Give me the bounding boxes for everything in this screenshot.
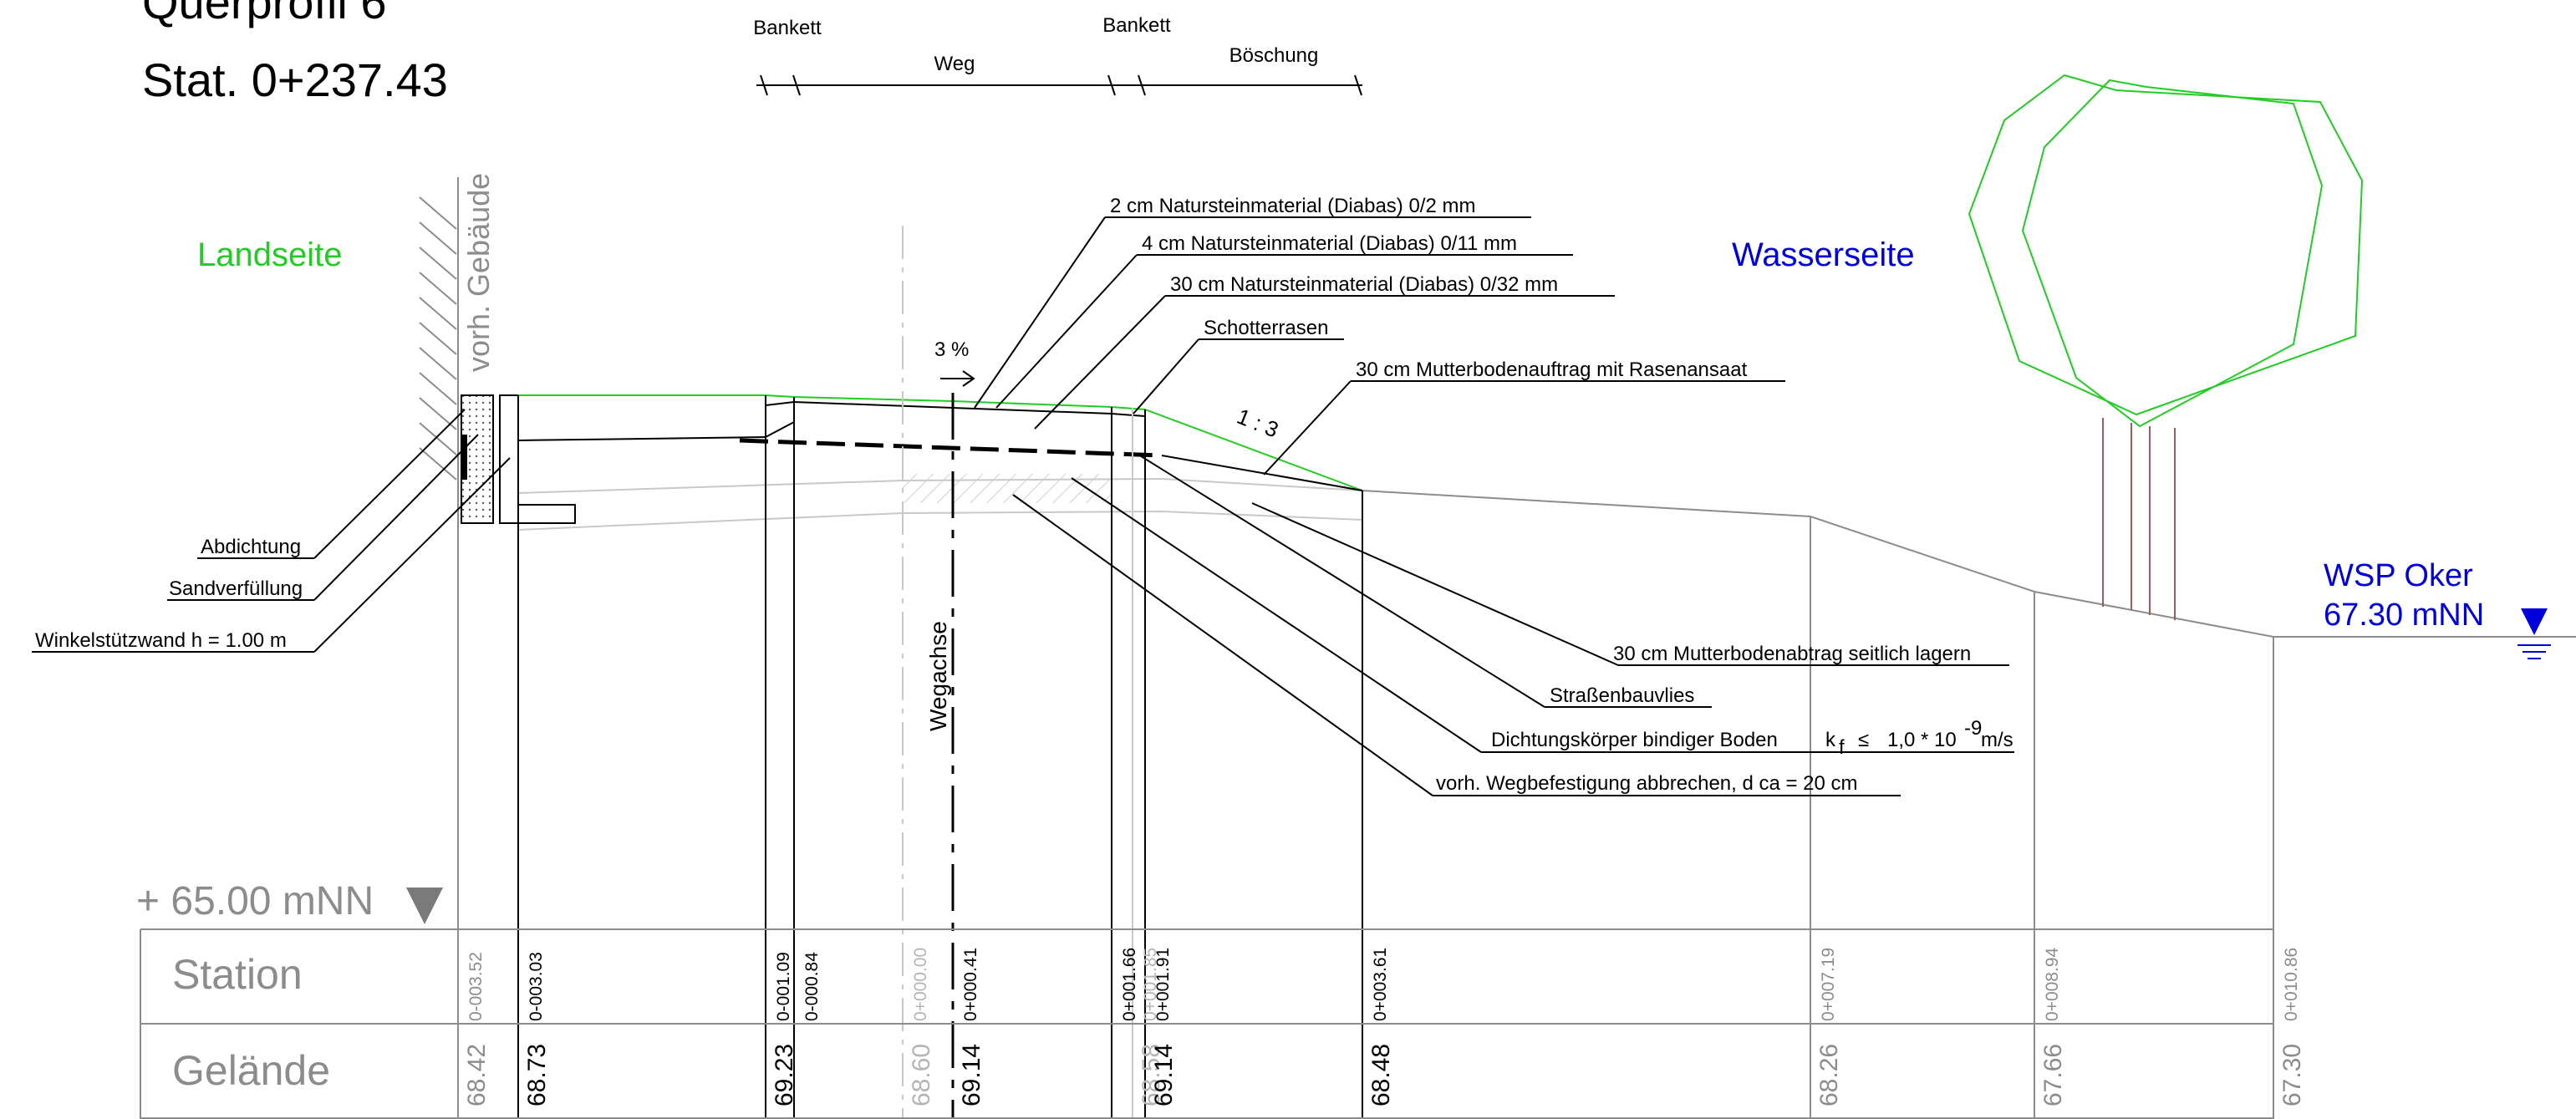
elevation-value: 69.23: [771, 1044, 798, 1106]
station-value: 0-000.84: [802, 952, 822, 1021]
station-value: 0+001.85: [1141, 948, 1160, 1021]
callout-layer-1: 2 cm Natursteinmaterial (Diabas) 0/2 mm: [1110, 195, 1475, 217]
elevation-value: 68.42: [463, 1044, 491, 1106]
svg-text:≤: ≤: [1858, 729, 1869, 751]
elevation-row-label: Gelände: [172, 1047, 330, 1094]
elevation-value: 68.60: [908, 1044, 935, 1106]
profile-title: Querprofil 6: [142, 0, 387, 28]
existing-building: vorh. Gebäude: [419, 173, 496, 481]
svg-text:1,0 * 10: 1,0 * 10: [1887, 729, 1957, 751]
reference-level: + 65.00 mNN: [136, 879, 443, 924]
elevation-value: 69.14: [1150, 1044, 1178, 1106]
station-value: 0+010.86: [2282, 948, 2301, 1021]
elevation-value: 67.30: [2278, 1044, 2306, 1106]
station-value: 0+000.00: [911, 948, 930, 1021]
elevation-value: 68.58: [1138, 1044, 1165, 1106]
svg-text:f: f: [1839, 736, 1845, 759]
callout-abdichtung: Abdichtung: [201, 536, 301, 558]
data-table: Station Gelände 0-003.52 68.42 0-003.03 68.…: [140, 928, 2306, 1119]
station-value: 0+000.41: [961, 948, 980, 1021]
callout-mutterboden-auftrag: 30 cm Mutterbodenauftrag mit Rasenansaat: [1356, 359, 1748, 381]
table-values: 0-003.5268.420-003.0368.730-001.0969.230…: [463, 948, 2306, 1106]
existing-ground: [517, 474, 2576, 638]
water-level: WSP Oker 67.30 mNN: [2324, 558, 2551, 659]
svg-text:-9: -9: [1964, 717, 1982, 740]
svg-text:m/s: m/s: [1981, 729, 2013, 751]
water-level-marker-icon: [2521, 608, 2548, 635]
svg-text:3 %: 3 %: [934, 338, 969, 361]
elevation-value: 68.26: [1815, 1044, 1843, 1106]
station-title: Stat. 0+237.43: [142, 53, 448, 106]
station-value: 0-003.03: [527, 952, 546, 1021]
weg-label: Weg: [934, 53, 975, 75]
callout-schotterrasen: Schotterrasen: [1204, 317, 1328, 339]
callout-sandverfuellung: Sandverfüllung: [169, 577, 303, 600]
callout-winkelstuetzwand: Winkelstützwand h = 1.00 m: [35, 629, 287, 652]
bankett-right-label: Bankett: [1102, 14, 1171, 37]
station-value: 0-003.52: [466, 952, 486, 1021]
callouts-bottom: 30 cm Mutterbodenabtrag seitlich lagern …: [1012, 454, 2014, 796]
station-value: 0+003.61: [1371, 948, 1390, 1021]
svg-text:k: k: [1825, 729, 1836, 751]
callout-layer-3: 30 cm Natursteinmaterial (Diabas) 0/32 m…: [1170, 273, 1558, 296]
callout-layer-2: 4 cm Natursteinmaterial (Diabas) 0/11 mm: [1142, 232, 1517, 255]
station-lines: [457, 226, 2274, 1119]
wasserseite-label: Wasserseite: [1732, 237, 1915, 273]
station-value: 0-001.09: [774, 952, 793, 1021]
callout-vlies: Straßenbauvlies: [1550, 684, 1694, 707]
elevation-value: 69.14: [958, 1044, 985, 1106]
callouts-top: 2 cm Natursteinmaterial (Diabas) 0/2 mm …: [974, 195, 1785, 476]
station-value: 0+007.19: [1819, 948, 1838, 1021]
callouts-left: Abdichtung Sandverfüllung Winkelstützwan…: [32, 409, 511, 653]
station-value: 0+008.94: [2043, 948, 2062, 1021]
tree-icon: [1968, 74, 2364, 620]
station-value: 0+001.66: [1120, 948, 1139, 1021]
water-level-label: WSP Oker: [2324, 558, 2473, 593]
station-value: 0+001.91: [1153, 948, 1173, 1021]
elevation-value: 68.73: [523, 1044, 551, 1106]
slope-top: 3 %: [934, 338, 975, 387]
bankett-left-label: Bankett: [753, 17, 822, 39]
callout-mutterboden-abtrag: 30 cm Mutterbodenabtrag seitlich lagern: [1613, 643, 1971, 665]
slope-embankment: 1 : 3: [1234, 404, 1282, 443]
reference-level-marker-icon: [406, 888, 443, 924]
station-row-label: Station: [172, 951, 303, 998]
elevation-value: 68.48: [1367, 1044, 1395, 1106]
elevation-value: 67.66: [2039, 1044, 2067, 1106]
boeschung-label: Böschung: [1229, 44, 1319, 67]
water-level-value: 67.30 mNN: [2324, 598, 2484, 633]
callout-abbrechen: vorh. Wegbefestigung abbrechen, d ca = 2…: [1436, 772, 1858, 795]
callout-dichtungskoerper: Dichtungskörper bindiger Boden: [1491, 729, 1778, 751]
reference-level-label: + 65.00 mNN: [136, 879, 374, 923]
axis-label: Wegachse: [925, 621, 951, 731]
dimension-chain: Bankett Weg Bankett Böschung: [753, 14, 1362, 96]
existing-building-label: vorh. Gebäude: [461, 173, 496, 372]
landseite-label: Landseite: [197, 237, 342, 273]
